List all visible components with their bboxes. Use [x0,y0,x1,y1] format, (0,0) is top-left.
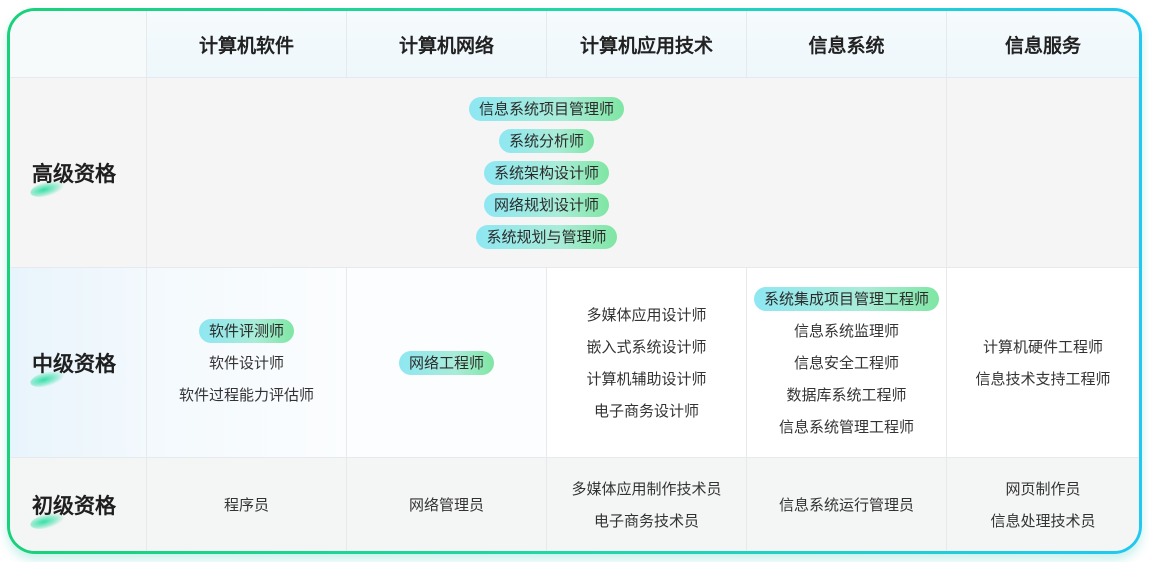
header-network: 计算机网络 [347,11,547,78]
qualification-item: 多媒体应用制作技术员 [571,479,722,498]
senior-cell: 信息系统项目管理师 系统分析师 系统架构设计师 网络规划设计师 系统规划与管理师 [147,78,947,268]
mid-network-cell: 网络工程师 [347,268,547,458]
row-label-text: 高级资格 [32,161,116,186]
qualification-item: 信息处理技术员 [990,511,1096,530]
qualification-item: 信息系统管理工程师 [778,417,914,436]
mid-service-cell: 计算机硬件工程师 信息技术支持工程师 [947,268,1139,458]
mid-software-cell: 软件评测师 软件设计师 软件过程能力评估师 [147,268,347,458]
qualification-item: 多媒体应用设计师 [586,305,707,324]
qualification-item: 信息系统监理师 [793,321,899,340]
qualification-tag: 软件评测师 [198,318,294,343]
junior-service-cell: 网页制作员 信息处理技术员 [947,458,1139,551]
qualification-item: 数据库系统工程师 [786,385,907,404]
qualification-item: 网络管理员 [408,495,484,514]
qualification-item: 信息安全工程师 [793,353,899,372]
qualification-item: 嵌入式系统设计师 [586,337,707,356]
qualification-item: 计算机硬件工程师 [982,337,1103,356]
qualification-table: 计算机软件 计算机网络 计算机应用技术 信息系统 信息服务 高级资格 信息系统项… [10,11,1139,551]
qualification-tag: 系统规划与管理师 [476,224,617,249]
row-label-senior: 高级资格 [10,78,147,268]
junior-network-cell: 网络管理员 [347,458,547,551]
qualification-tag: 系统集成项目管理工程师 [753,286,939,311]
qualification-tag: 系统分析师 [498,128,594,153]
header-corner [10,11,147,78]
qualification-item: 信息系统运行管理员 [778,495,914,514]
qualification-item: 软件过程能力评估师 [178,385,314,404]
qualification-item: 电子商务技术员 [593,511,699,530]
row-label-text: 中级资格 [32,351,116,376]
junior-software-cell: 程序员 [147,458,347,551]
qualification-item: 计算机辅助设计师 [586,369,707,388]
row-label-junior: 初级资格 [10,458,147,551]
mid-application-cell: 多媒体应用设计师 嵌入式系统设计师 计算机辅助设计师 电子商务设计师 [547,268,747,458]
header-infosys: 信息系统 [747,11,947,78]
row-label-text: 初级资格 [32,493,116,518]
header-application: 计算机应用技术 [547,11,747,78]
qualification-item: 电子商务设计师 [593,401,699,420]
qualification-tag: 信息系统项目管理师 [468,96,624,121]
qualification-item: 网页制作员 [1005,479,1081,498]
header-service: 信息服务 [947,11,1139,78]
junior-infosys-cell: 信息系统运行管理员 [747,458,947,551]
qualification-tag: 系统架构设计师 [483,160,609,185]
qualification-item: 程序员 [223,495,269,514]
qualification-item: 信息技术支持工程师 [975,369,1111,388]
row-label-mid: 中级资格 [10,268,147,458]
qualification-table-frame: 计算机软件 计算机网络 计算机应用技术 信息系统 信息服务 高级资格 信息系统项… [7,8,1142,554]
header-software: 计算机软件 [147,11,347,78]
qualification-tag: 网络规划设计师 [483,192,609,217]
qualification-tag: 网络工程师 [398,350,494,375]
senior-service-cell [947,78,1139,268]
mid-infosys-cell: 系统集成项目管理工程师 信息系统监理师 信息安全工程师 数据库系统工程师 信息系… [747,268,947,458]
qualification-item: 软件设计师 [208,353,284,372]
junior-application-cell: 多媒体应用制作技术员 电子商务技术员 [547,458,747,551]
